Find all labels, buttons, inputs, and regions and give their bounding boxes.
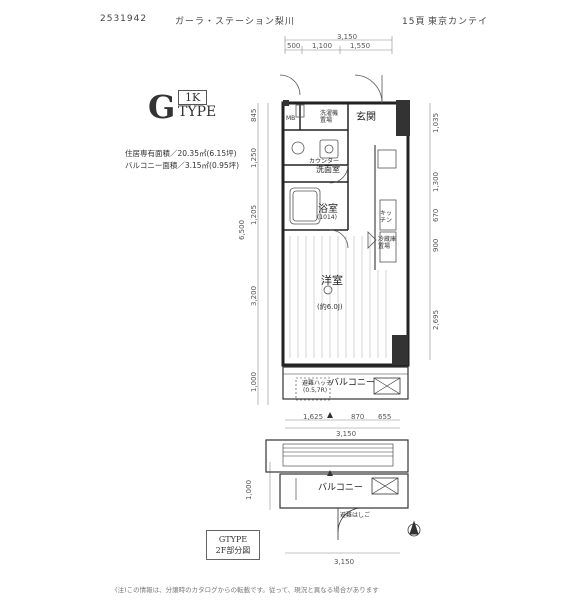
2f-dim-total: 3,150 bbox=[334, 558, 355, 566]
header-building: ガーラ・ステーション梨川 bbox=[175, 17, 295, 27]
2f-dim-height: 1,000 bbox=[245, 479, 253, 500]
balcony-note: 避難ハッチ bbox=[302, 380, 333, 387]
2f-balcony: バルコニー bbox=[318, 483, 363, 493]
type-box-line1: GTYPE bbox=[218, 535, 248, 544]
header-page: 15頁 bbox=[402, 17, 426, 27]
room-fridge: 冷蔵庫置場 bbox=[378, 236, 397, 250]
room-washroom: 洗面室 bbox=[316, 165, 340, 174]
type-suffix: TYPE bbox=[178, 104, 217, 120]
room-kitchen: キッチン bbox=[380, 210, 393, 224]
type-badge: G 1K TYPE bbox=[148, 88, 238, 126]
balcony-area: バルコニー面積／3.15㎡(0.95坪) bbox=[125, 161, 240, 170]
room-entrance: 玄関 bbox=[356, 112, 376, 123]
room-washer: 洗濯機置場 bbox=[320, 110, 339, 124]
bottom-dim-total: 3,150 bbox=[336, 430, 357, 438]
room-counter: カウンター bbox=[309, 158, 340, 165]
room-western-size: (約6.0J) bbox=[317, 303, 343, 311]
type-box-line2: 2F部分図 bbox=[215, 546, 251, 555]
room-bath: 浴室 bbox=[318, 204, 338, 215]
type-layout: 1K bbox=[178, 90, 208, 105]
footer-note: (注)この情報は、分譲時のカタログからの転載です。従って、現況と異なる場合があり… bbox=[115, 586, 379, 594]
header-company: 東京カンテイ bbox=[428, 17, 489, 27]
room-balcony: バルコニー bbox=[330, 378, 375, 388]
type-letter: G bbox=[148, 88, 176, 126]
floor-area: 住居専有面積／20.35㎡(6.15坪) bbox=[125, 149, 237, 158]
top-dim-seg-2: 1,100 bbox=[312, 42, 333, 50]
bottom-dim-seg-2: 870 bbox=[351, 413, 365, 421]
top-dim-seg-1: 500 bbox=[287, 42, 301, 50]
room-bath-size: (1014) bbox=[317, 214, 337, 221]
bottom-dim-seg-3: 655 bbox=[378, 413, 392, 421]
balcony-size: (0.5,7R) bbox=[303, 387, 328, 394]
bottom-dim-seg-1: 1,625 bbox=[303, 413, 324, 421]
type-box: GTYPE 2F部分図 bbox=[206, 530, 260, 560]
top-dim-seg-3: 1,550 bbox=[350, 42, 371, 50]
2f-stair-note: 避難はしご bbox=[340, 512, 371, 519]
header-code: 2531942 bbox=[100, 14, 148, 24]
top-dim-total: 3,150 bbox=[337, 33, 358, 41]
room-western: 洋室 bbox=[321, 274, 343, 287]
room-mb: MB bbox=[286, 115, 296, 122]
